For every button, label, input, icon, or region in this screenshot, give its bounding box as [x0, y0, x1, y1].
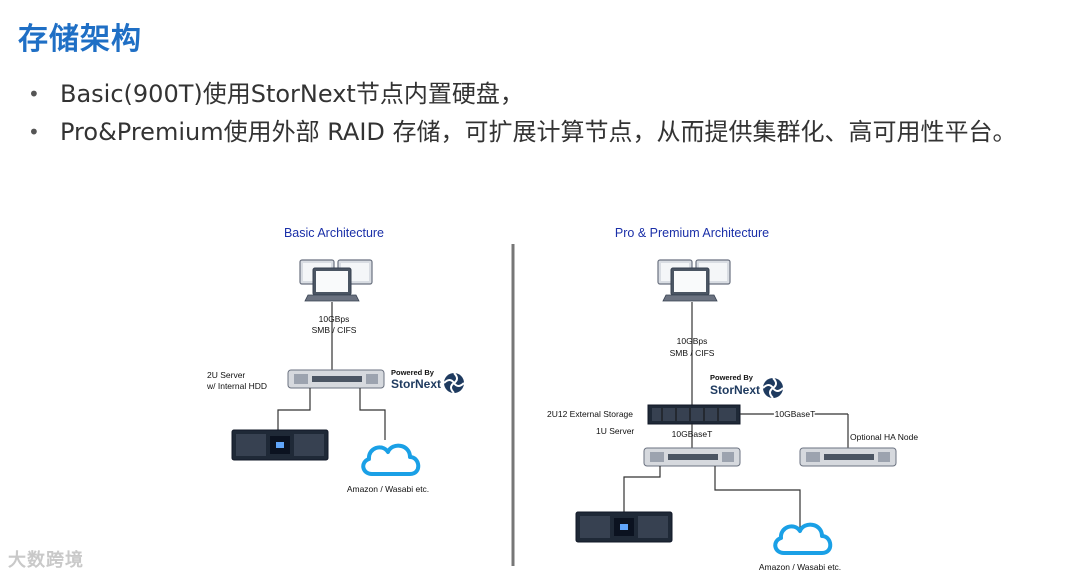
pro-brand: StorNext: [710, 383, 760, 397]
bullet-item-basic: • Basic(900T)使用StorNext节点内置硬盘，: [28, 78, 1058, 110]
basic-server-icon: [287, 369, 385, 389]
basic-powered-by: Powered By: [391, 368, 435, 377]
bullet-item-pro: • Pro&Premium使用外部 RAID 存储，可扩展计算节点，从而提供集群…: [28, 116, 1058, 148]
basic-cloud-label: Amazon / Wasabi etc.: [347, 484, 429, 494]
pro-tape-library-icon: [575, 511, 673, 543]
pro-cloud-icon: [773, 522, 833, 555]
bullet-dot-icon: •: [28, 82, 40, 106]
pro-clients-icon: [657, 259, 731, 302]
pro-cloud-label: Amazon / Wasabi etc.: [759, 562, 841, 572]
pro-link-10gbaset-server: 10GBaseT: [672, 429, 713, 439]
pro-heading: Pro & Premium Architecture: [615, 226, 769, 240]
pro-server-icon: [643, 447, 741, 467]
basic-cloud-icon: [361, 443, 421, 476]
basic-link-protocol: SMB / CIFS: [312, 325, 357, 335]
bullet-text: Basic(900T)使用StorNext节点内置硬盘，: [60, 80, 524, 108]
pro-server-label: 1U Server: [596, 426, 634, 436]
pro-link-protocol: SMB / CIFS: [670, 348, 715, 358]
pro-ha-node-icon: [799, 447, 897, 467]
watermark-logo: 大数跨境: [8, 550, 84, 571]
basic-tape-library-icon: [231, 429, 329, 461]
basic-brand: StorNext: [391, 377, 441, 391]
stornext-logo-icon: [762, 377, 784, 399]
pro-external-storage-icon: [647, 404, 741, 425]
bullet-dot-icon: •: [28, 120, 40, 144]
pro-link-10gbaset-ha: 10GBaseT: [775, 409, 816, 419]
pro-link-speed: 10GBps: [677, 336, 708, 346]
basic-server-sublabel: w/ Internal HDD: [206, 381, 267, 391]
page-title: 存储架构: [18, 22, 142, 57]
bullet-text: Pro&Premium使用外部 RAID 存储，可扩展计算节点，从而提供集群化、…: [60, 118, 1017, 146]
pro-ha-label: Optional HA Node: [850, 432, 918, 442]
basic-server-label: 2U Server: [207, 370, 245, 380]
basic-heading: Basic Architecture: [284, 226, 384, 240]
basic-clients-icon: [299, 259, 373, 302]
bullet-list: • Basic(900T)使用StorNext节点内置硬盘， • Pro&Pre…: [28, 78, 1058, 154]
pro-storage-label: 2U12 External Storage: [547, 409, 633, 419]
stornext-logo-icon: [443, 372, 465, 394]
pro-powered-by: Powered By: [710, 373, 754, 382]
basic-link-speed: 10GBps: [319, 314, 350, 324]
